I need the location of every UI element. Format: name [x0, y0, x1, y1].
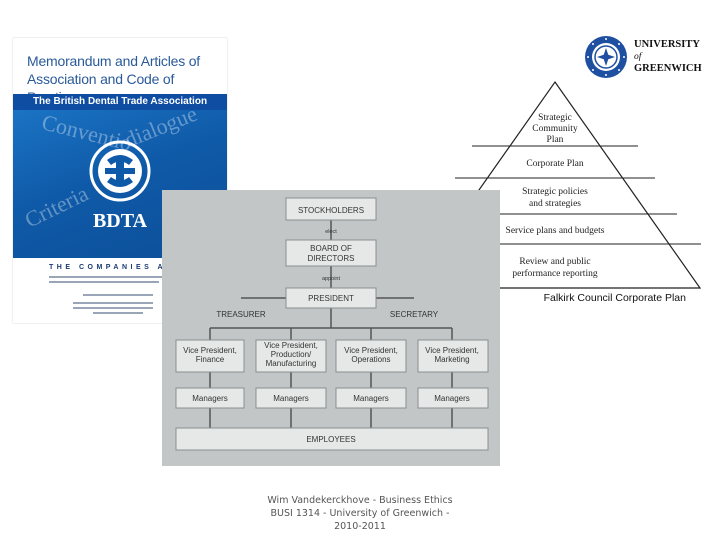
- pyramid-level-text: Service plans and budgets: [506, 226, 605, 236]
- org-elect-label: elect: [325, 229, 337, 235]
- university-word: UNIVERSITY: [634, 39, 700, 50]
- org-secretary: SECRETARY: [390, 310, 439, 319]
- org-vp-operations: Operations: [351, 355, 390, 364]
- org-vp-finance: Finance: [196, 355, 225, 364]
- org-managers: Managers: [353, 394, 389, 403]
- university-seal-icon: [585, 36, 627, 78]
- pyramid-level-text: Corporate Plan: [526, 159, 584, 169]
- pyramid-level-text: Plan: [547, 135, 564, 145]
- pyramid-level-text: Strategic policies: [522, 187, 588, 197]
- org-chart-boxes: [175, 197, 489, 451]
- footer-line: BUSI 1314 - University of Greenwich -: [270, 508, 450, 519]
- org-appoint-label: appoint: [322, 276, 341, 282]
- pyramid-level-text: Strategic: [538, 113, 572, 123]
- org-vp-finance: Vice President,: [183, 346, 237, 355]
- brochure-fine-print: [93, 312, 143, 314]
- footer-line: 2010-2011: [334, 521, 386, 532]
- org-vp-marketing: Vice President,: [425, 346, 479, 355]
- university-of: of: [634, 52, 642, 62]
- org-vp-marketing: Marketing: [434, 355, 469, 364]
- brochure-title-line: Memorandum and Articles of: [27, 53, 200, 69]
- org-stockholders: STOCKHOLDERS: [298, 206, 364, 215]
- brochure-fine-print: [73, 307, 153, 309]
- pyramid-level-text: and strategies: [529, 199, 581, 209]
- footer-line: Wim Vandekerckhove - Business Ethics: [267, 495, 453, 506]
- university-wordmark: UNIVERSITY of GREENWICH: [634, 39, 702, 75]
- pyramid-level-text: performance reporting: [512, 268, 597, 279]
- org-employees: EMPLOYEES: [306, 435, 355, 444]
- brochure-fine-print: [83, 294, 153, 296]
- brochure-band: The British Dental Trade Association: [13, 94, 227, 110]
- brochure-fine-print: [73, 302, 153, 304]
- org-treasurer: TREASURER: [216, 310, 266, 319]
- org-managers: Managers: [192, 394, 228, 403]
- brochure-fine-print: [49, 276, 169, 278]
- pyramid-caption: Falkirk Council Corporate Plan: [543, 292, 686, 304]
- org-managers: Managers: [273, 394, 309, 403]
- brochure-companies-line: THE COMPANIES A: [49, 264, 167, 271]
- org-board: BOARD OF: [310, 244, 352, 253]
- university-name: GREENWICH: [634, 63, 702, 74]
- org-vp-production: Vice President,: [264, 341, 318, 350]
- brochure-brand: BDTA: [92, 210, 148, 232]
- pyramid-level-text: Review and public: [519, 257, 590, 267]
- bdta-emblem-icon: [89, 140, 151, 202]
- slide-footer: Wim Vandekerckhove - Business Ethics BUS…: [250, 494, 470, 533]
- org-managers: Managers: [434, 394, 470, 403]
- org-president: PRESIDENT: [308, 294, 354, 303]
- brochure-fine-print: [49, 281, 159, 283]
- pyramid-level-text: Community: [532, 124, 578, 134]
- org-vp-production: Production/: [271, 350, 312, 359]
- org-vp-production: Manufacturing: [266, 359, 317, 368]
- university-logo: UNIVERSITY of GREENWICH: [582, 33, 702, 83]
- org-chart-connectors: [209, 220, 453, 428]
- org-vp-operations: Vice President,: [344, 346, 398, 355]
- org-chart: STOCKHOLDERS elect BOARD OF DIRECTORS ap…: [162, 190, 500, 466]
- org-board: DIRECTORS: [308, 254, 355, 263]
